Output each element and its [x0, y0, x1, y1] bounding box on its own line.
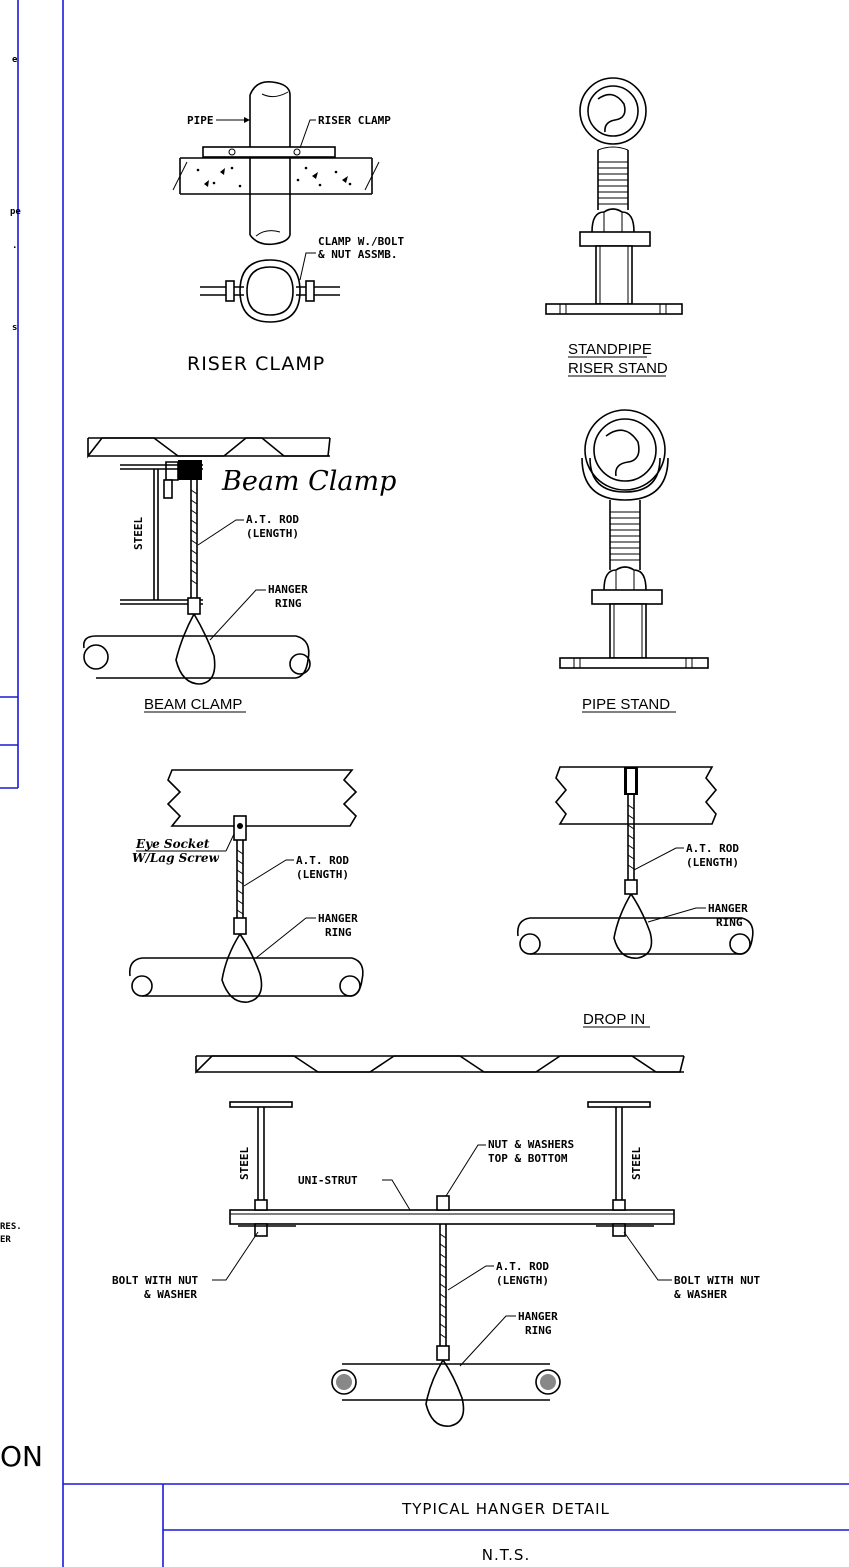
label-uni-strut: UNI-STRUT — [298, 1174, 358, 1187]
label-at-rod-2-a: (LENGTH) — [246, 527, 299, 540]
label-hanger-2-a: RING — [275, 597, 302, 610]
label-at-rod-2-c: (LENGTH) — [686, 856, 739, 869]
pipe-stand-detail: PIPE STAND — [559, 409, 709, 713]
label-bolt-nut-left-1: BOLT WITH NUT — [112, 1274, 198, 1287]
label-nut-washers-1: NUT & WASHERS — [488, 1138, 574, 1151]
label-hanger-1-c: HANGER — [708, 902, 748, 915]
eye-socket-detail: Eye Socket W/Lag Screw A.T. ROD (LENGTH)… — [128, 769, 364, 1003]
riser-clamp-caption: RISER CLAMP — [187, 353, 325, 375]
label-nut-washers-2: TOP & BOTTOM — [488, 1152, 568, 1165]
standpipe-riser-stand-detail: STANDPIPE RISER STAND — [545, 77, 683, 377]
pipe-stand-caption: PIPE STAND — [582, 696, 670, 713]
title-block: TYPICAL HANGER DETAIL N.T.S. — [401, 1500, 610, 1564]
beam-clamp-caption: BEAM CLAMP — [144, 696, 242, 713]
label-at-rod-1-d: A.T. ROD — [496, 1260, 549, 1273]
beam-clamp-detail: STEEL Beam Clamp A.T. ROD (LENGTH) HANGE… — [82, 437, 396, 713]
label-bolt-nut-right-2: & WASHER — [674, 1288, 727, 1301]
label-hanger-1-d: HANGER — [518, 1310, 558, 1323]
label-at-rod-2-d: (LENGTH) — [496, 1274, 549, 1287]
label-hanger-2-c: RING — [716, 916, 743, 929]
label-steel-left: STEEL — [238, 1147, 251, 1180]
uni-strut-detail: STEEL STEEL — [112, 1055, 760, 1427]
label-at-rod-1-a: A.T. ROD — [246, 513, 299, 526]
label-riser-clamp: RISER CLAMP — [318, 114, 391, 127]
label-steel-beam-clamp: STEEL — [132, 517, 145, 550]
standpipe-caption-2: RISER STAND — [568, 360, 668, 377]
label-at-rod-1-c: A.T. ROD — [686, 842, 739, 855]
label-eye-socket-2: W/Lag Screw — [132, 851, 220, 865]
drawing-scale: N.T.S. — [482, 1546, 530, 1564]
drop-in-detail: A.T. ROD (LENGTH) HANGER RING DROP IN — [516, 766, 754, 1028]
riser-clamp-detail: PIPE RISER CLAMP CLAMP W./BOLT & NUT ASS… — [172, 80, 404, 375]
label-bolt-nut-left-2: & WASHER — [144, 1288, 197, 1301]
left-margin-fragments: e pe . s RES. ER ON — [0, 55, 43, 1473]
margin-frag-on: ON — [0, 1440, 43, 1473]
drawing-title: TYPICAL HANGER DETAIL — [401, 1500, 610, 1518]
label-pipe: PIPE — [187, 114, 214, 127]
label-hanger-1-b: HANGER — [318, 912, 358, 925]
label-beam-clamp-script: Beam Clamp — [221, 466, 396, 497]
margin-frag-pe: pe — [10, 207, 21, 217]
label-hanger-2-b: RING — [325, 926, 352, 939]
label-eye-socket-1: Eye Socket — [135, 837, 210, 851]
label-clamp-bolt-2: & NUT ASSMB. — [318, 248, 397, 261]
label-hanger-1-a: HANGER — [268, 583, 308, 596]
margin-frag-e: e — [12, 55, 18, 65]
margin-frag-dot: . — [12, 241, 17, 251]
drop-in-caption: DROP IN — [583, 1011, 645, 1028]
label-clamp-bolt-1: CLAMP W./BOLT — [318, 235, 404, 248]
label-at-rod-2-b: (LENGTH) — [296, 868, 349, 881]
margin-frag-er: ER — [0, 1235, 11, 1245]
label-hanger-2-d: RING — [525, 1324, 552, 1337]
label-at-rod-1-b: A.T. ROD — [296, 854, 349, 867]
label-steel-right: STEEL — [630, 1147, 643, 1180]
standpipe-caption-1: STANDPIPE — [568, 341, 652, 358]
margin-frag-res: RES. — [0, 1222, 22, 1232]
margin-frag-s: s — [12, 323, 17, 333]
label-bolt-nut-right-1: BOLT WITH NUT — [674, 1274, 760, 1287]
